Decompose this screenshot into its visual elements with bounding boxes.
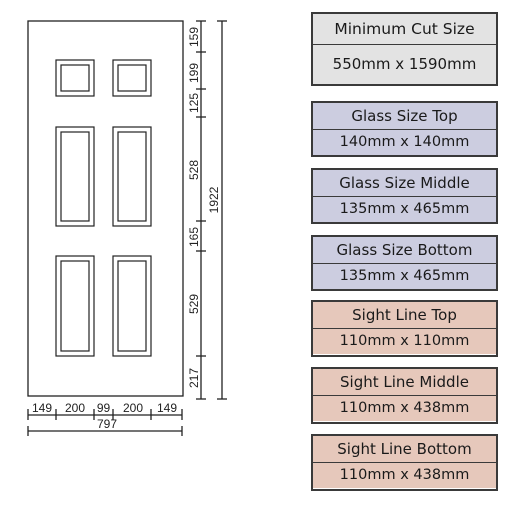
- glass-size-middle-title: Glass Size Middle: [313, 170, 496, 197]
- width-dim-5: 149: [157, 401, 177, 415]
- glass-size-bottom-card: Glass Size Bottom 135mm x 465mm: [311, 235, 498, 291]
- min-cut-size-value: 550mm x 1590mm: [313, 45, 496, 84]
- height-dim-6: 529: [187, 294, 201, 314]
- top-right-glass-panel: [112, 59, 152, 97]
- width-dim-2: 200: [65, 401, 85, 415]
- width-dim-3: 99: [97, 401, 111, 415]
- bottom-right-glass-panel: [112, 255, 152, 357]
- height-dim-3: 125: [187, 93, 201, 113]
- width-dimension-labels: 149 200 99 200 149: [32, 401, 177, 415]
- sight-line-bottom-value: 110mm x 438mm: [313, 463, 496, 488]
- sight-line-top-value: 110mm x 110mm: [313, 329, 496, 354]
- glass-size-bottom-title: Glass Size Bottom: [313, 237, 496, 264]
- top-left-glass-panel: [55, 59, 95, 97]
- min-cut-size-title: Minimum Cut Size: [313, 14, 496, 45]
- height-dim-1: 159: [187, 27, 201, 47]
- sight-line-bottom-card: Sight Line Bottom 110mm x 438mm: [311, 434, 498, 491]
- total-height-dimension-line: [217, 20, 227, 400]
- glass-size-top-card: Glass Size Top 140mm x 140mm: [311, 101, 498, 157]
- height-dim-4: 528: [187, 160, 201, 180]
- width-dim-4: 200: [123, 401, 143, 415]
- glass-size-bottom-value: 135mm x 465mm: [313, 264, 496, 289]
- width-dimension-line: [27, 409, 183, 420]
- glass-size-middle-card: Glass Size Middle 135mm x 465mm: [311, 168, 498, 224]
- height-dim-2: 199: [187, 63, 201, 83]
- sight-line-middle-title: Sight Line Middle: [313, 369, 496, 396]
- sight-line-middle-value: 110mm x 438mm: [313, 396, 496, 421]
- sight-line-top-card: Sight Line Top 110mm x 110mm: [311, 300, 498, 357]
- middle-right-glass-panel: [112, 126, 152, 227]
- door-outline: [27, 20, 184, 397]
- glass-size-top-value: 140mm x 140mm: [313, 130, 496, 155]
- total-height-label: 1922: [207, 186, 221, 213]
- sight-line-bottom-title: Sight Line Bottom: [313, 436, 496, 463]
- height-dimension-line: [196, 20, 206, 400]
- total-width-dimension-line: [27, 426, 183, 436]
- total-width-label: 797: [97, 417, 117, 431]
- height-dim-7: 217: [187, 368, 201, 388]
- glass-size-top-title: Glass Size Top: [313, 103, 496, 130]
- width-dim-1: 149: [32, 401, 52, 415]
- middle-left-glass-panel: [55, 126, 95, 227]
- glass-size-middle-value: 135mm x 465mm: [313, 197, 496, 222]
- sight-line-top-title: Sight Line Top: [313, 302, 496, 329]
- door-diagram: 159 199 125 528 165 529 217 1922 149 200…: [27, 20, 227, 436]
- min-cut-size-card: Minimum Cut Size 550mm x 1590mm: [311, 12, 498, 86]
- height-dim-5: 165: [187, 227, 201, 247]
- sight-line-middle-card: Sight Line Middle 110mm x 438mm: [311, 367, 498, 424]
- height-dimension-labels: 159 199 125 528 165 529 217: [187, 27, 201, 388]
- bottom-left-glass-panel: [55, 255, 95, 357]
